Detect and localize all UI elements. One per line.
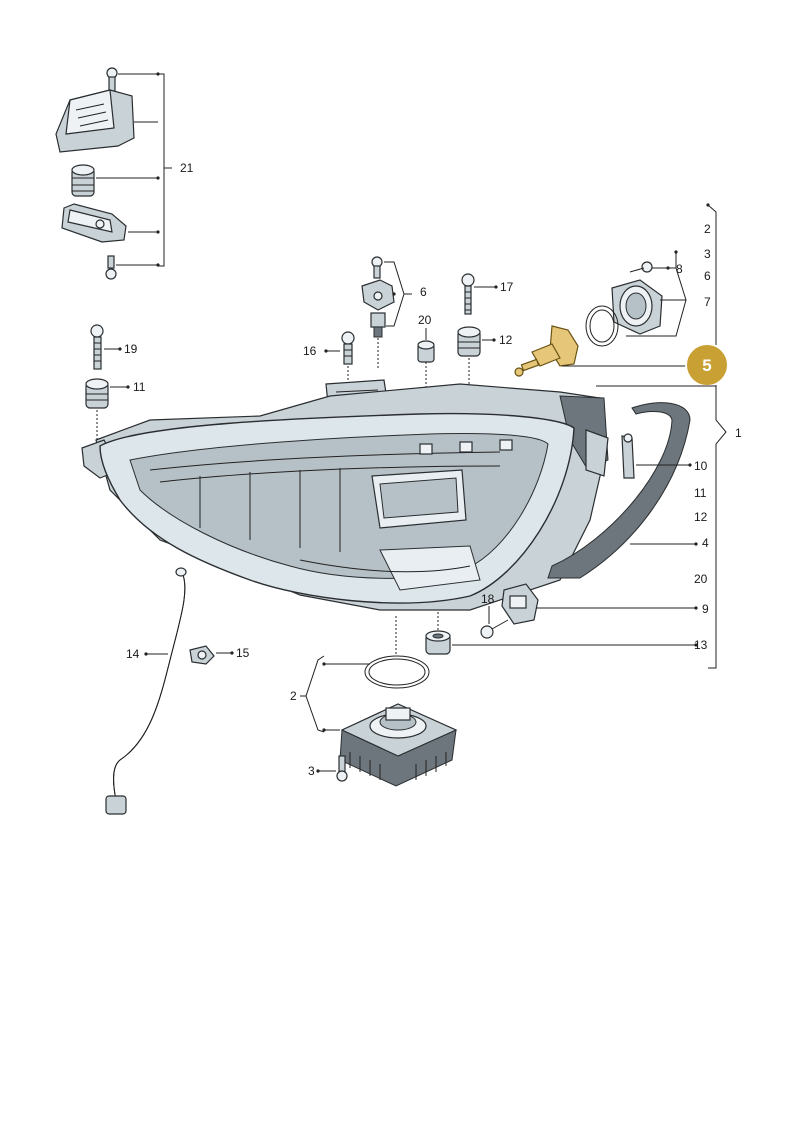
clamp-15 <box>189 645 234 665</box>
bushing-12 <box>457 326 496 392</box>
label-18: 18 <box>481 592 495 606</box>
clip-plate <box>61 203 127 243</box>
screw-top <box>106 67 118 92</box>
label-2-bottom: 2 <box>290 689 297 703</box>
label-11-left: 11 <box>133 380 146 394</box>
list-11: 11 <box>694 486 707 500</box>
list-3: 3 <box>704 247 711 261</box>
screw-bottom <box>105 255 117 280</box>
callout-5-number: 5 <box>702 356 711 375</box>
list-12: 12 <box>694 510 708 524</box>
list-10: 10 <box>694 459 708 473</box>
screw-17 <box>461 273 498 315</box>
label-8: 8 <box>676 262 683 276</box>
label-20-top: 20 <box>418 313 432 327</box>
bushing-13 <box>425 612 698 655</box>
list-1: 1 <box>735 426 742 440</box>
list-9: 9 <box>702 602 709 616</box>
screw-3 <box>316 755 348 782</box>
screw-19 <box>90 324 122 370</box>
seal-strip-4 <box>547 385 716 579</box>
label-16: 16 <box>303 344 317 358</box>
hose-14 <box>105 567 187 815</box>
right-bracket-list <box>706 203 727 669</box>
list-6: 6 <box>704 269 711 283</box>
group-6-parts <box>361 256 412 370</box>
label-17: 17 <box>500 280 514 294</box>
group-21-parts <box>55 67 172 280</box>
label-7-flange: 7 <box>704 295 711 309</box>
label-6: 6 <box>420 285 427 299</box>
bushing-21 <box>71 164 95 197</box>
group-7-parts <box>585 250 687 347</box>
label-15: 15 <box>236 646 250 660</box>
label-19: 19 <box>124 342 138 356</box>
list-20: 20 <box>694 572 708 586</box>
screw-16 <box>324 331 355 384</box>
bushing-20 <box>417 328 435 392</box>
headlight-assembly <box>81 379 609 611</box>
list-13: 13 <box>694 638 708 652</box>
label-3-bottom: 3 <box>308 764 315 778</box>
list-2: 2 <box>704 222 711 236</box>
screw-18 <box>480 606 509 639</box>
part-9-clip <box>501 583 698 625</box>
label-14: 14 <box>126 647 140 661</box>
part-5-actuator <box>514 325 690 377</box>
list-4: 4 <box>702 536 709 550</box>
callout-5-badge: 5 <box>685 343 729 387</box>
bushing-11-left <box>85 378 130 440</box>
label-12-top: 12 <box>499 333 513 347</box>
label-21: 21 <box>180 161 194 175</box>
mounting-bracket <box>55 89 135 153</box>
